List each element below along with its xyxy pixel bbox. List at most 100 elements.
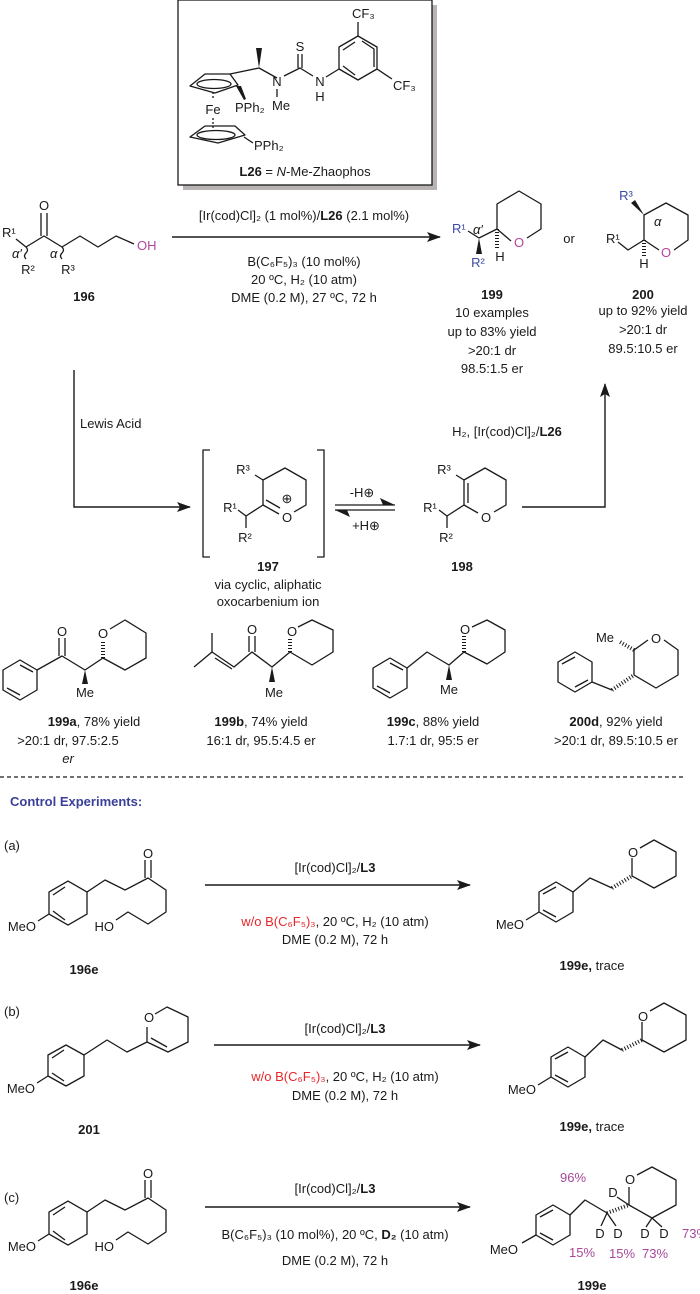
deuteration-percent: 15% — [609, 1246, 635, 1261]
r3-label: R³ — [61, 262, 75, 277]
example-selectivity: 16:1 dr, 95.5:4.5 er — [206, 733, 316, 748]
ligand-box: Fe PPh₂ PPh₂ N Me S N H CF₃ CF₃ L26 = N-… — [177, 0, 437, 190]
compound-label-196: 196 — [73, 289, 95, 304]
n-atom: N — [272, 74, 281, 89]
r1-label: R¹ — [452, 221, 466, 236]
equilibrium-arrows: -H⊕ +H⊕ — [335, 485, 395, 533]
deuteration-percent: 73% — [642, 1246, 668, 1261]
catalyst: [Ir(cod)Cl]₂/L3 — [305, 1021, 386, 1036]
chain — [569, 1199, 608, 1216]
ring-oxygen: O — [661, 245, 671, 260]
thiourea-bond — [283, 67, 314, 77]
ring-oxygen: O — [638, 1009, 648, 1024]
product-199: O H R¹ α′ R² 199 10 examples up to 83% y… — [448, 190, 542, 376]
ligand-ref: L26 — [320, 208, 342, 223]
hydrogenation-text: H₂, [Ir(cod)Cl]₂/ — [452, 424, 540, 439]
solvent: DME (0.2 M), 72 h — [282, 1253, 388, 1268]
control-heading: Control Experiments: — [10, 794, 142, 809]
hashed-bond — [619, 640, 635, 652]
co-double-bond — [265, 499, 281, 509]
cd-bond — [600, 1212, 608, 1227]
benzene-ring — [550, 1046, 586, 1088]
methyl-label: Me — [76, 685, 94, 700]
ring-oxygen: O — [628, 845, 638, 860]
example-result: 199a, 78% yield — [48, 714, 141, 729]
example-yield: , 92% yield — [599, 714, 663, 729]
sulfur-atom: S — [296, 39, 305, 54]
pph2-top: PPh₂ — [235, 100, 265, 115]
substrate-label: 196e — [70, 962, 99, 977]
hydroxyl-label: HO — [95, 1239, 115, 1254]
benzene-ring — [538, 881, 574, 923]
ring — [262, 467, 307, 513]
aromatic-line — [542, 886, 557, 895]
carbonyl-oxygen: O — [57, 624, 67, 639]
wedge-bond — [631, 200, 644, 215]
hashed-bond — [610, 673, 636, 692]
bond — [521, 1234, 537, 1244]
ring-oxygen: O — [514, 235, 524, 250]
methyl-label: Me — [440, 682, 458, 697]
substrate-196: O OH R¹ R² R³ α′ α 196 — [2, 198, 157, 304]
example-label: 199a — [48, 714, 78, 729]
methoxy-label: MeO — [8, 1239, 36, 1254]
wavy-bond — [59, 246, 65, 260]
r2-label: R² — [238, 530, 252, 545]
deuterium-label: D — [640, 1226, 649, 1241]
aromatic-line — [51, 1049, 65, 1059]
bond — [36, 1075, 49, 1084]
benzene-ring — [372, 657, 408, 699]
carbonyl-oxygen: O — [247, 622, 257, 637]
r1-label: R¹ — [223, 500, 237, 515]
methyl-wedge — [256, 48, 262, 68]
caption-n: N — [277, 164, 287, 179]
product-label: 199e — [578, 1278, 607, 1293]
substrate-label: 196e — [70, 1278, 99, 1293]
wedge-bond — [446, 665, 452, 680]
bond — [15, 238, 27, 248]
hashed-bond — [621, 1038, 643, 1052]
ring-oxygen: O — [144, 1010, 154, 1025]
chain — [36, 655, 104, 671]
dihydropyran-ring — [146, 1006, 189, 1053]
condition-text: , 20 ºC, H₂ (10 atm) — [316, 914, 429, 929]
example-er: er — [62, 751, 74, 766]
experiment-tag: (b) — [4, 1004, 20, 1019]
benzene-ring — [535, 1204, 571, 1246]
deuterium-gas: D₂ — [381, 1227, 396, 1242]
example-result: 199c, 88% yield — [387, 714, 480, 729]
deuterium-label: D — [613, 1226, 622, 1241]
cp-ring-bottom — [189, 125, 246, 144]
thp-ring — [628, 1166, 677, 1219]
thp-ring — [641, 1002, 687, 1053]
aromatic-line — [389, 662, 404, 671]
ch2-bond — [591, 681, 613, 691]
r1-label: R¹ — [2, 225, 16, 240]
cd-bond — [616, 1196, 630, 1206]
aromatic-line — [542, 909, 557, 918]
nh-h-atom: H — [315, 89, 324, 104]
alpha-prime-label: α′ — [473, 222, 483, 237]
hydrogenation-conditions: H₂, [Ir(cod)Cl]₂/L26 — [452, 424, 562, 439]
catalyst: [Ir(cod)Cl]₂/L3 — [295, 860, 376, 875]
hydrogenation-arrow — [522, 383, 610, 508]
bond — [463, 504, 479, 514]
example-label: 199c — [387, 714, 416, 729]
conditions: B(C₆F₅)₃ (10 mol%), 20 ºC, D₂ (10 atm) — [221, 1227, 448, 1242]
left-bracket — [202, 449, 210, 558]
product-200: O R³ α H R¹ 200 up to 92% yield >20:1 dr… — [599, 188, 689, 356]
chain — [86, 1197, 167, 1245]
carbon-chain — [25, 235, 135, 248]
example-selectivity: 1.7:1 dr, 95:5 er — [387, 733, 479, 748]
box-frame — [177, 0, 433, 186]
thp-ring — [463, 619, 506, 665]
product-label: 199e, — [559, 958, 592, 973]
benzene-ring — [557, 651, 593, 693]
reverse-arrowhead — [335, 510, 350, 517]
condition-line: DME (0.2 M), 27 ºC, 72 h — [231, 290, 377, 305]
catalyst-text: [Ir(cod)Cl]₂/ — [305, 1021, 371, 1036]
carbonyl-oxygen: O — [39, 198, 49, 213]
deuterium-label: D — [595, 1226, 604, 1241]
hydroxyl-label: HO — [95, 919, 115, 934]
